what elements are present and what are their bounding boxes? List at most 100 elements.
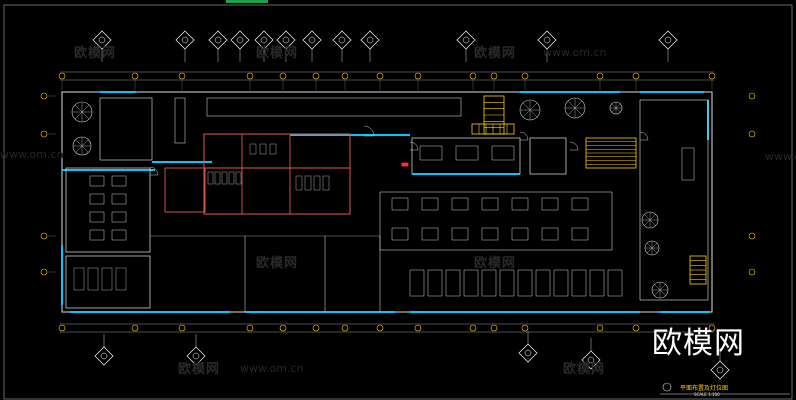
grid-axis-marker [376,72,384,80]
grid-axis-marker [632,324,640,332]
grid-axis-marker [40,232,48,240]
fitness-equipment [421,197,439,211]
tree-branch [644,214,651,221]
desk [89,211,105,223]
grid-axis-marker [279,324,287,332]
toilet-stall [214,171,221,185]
tree-branch [567,107,576,116]
section-tag-marker [456,30,476,50]
tree-branch [615,103,621,109]
tree-branch [81,111,90,120]
grid-axis-marker [376,324,384,332]
section-tag-marker [581,350,601,370]
treadmill [409,269,425,297]
grid-axis-marker [708,324,716,332]
section-tag-center [100,352,108,360]
grid-axis-marker [469,72,477,80]
treadmill [463,269,479,297]
grid-axis-marker [178,324,186,332]
section-tag-center [181,36,189,44]
section-tag-marker [208,30,228,50]
section-tag-marker [360,30,380,50]
section-tag-center [366,36,374,44]
grid-axis-marker [341,324,349,332]
door-swing [639,131,649,141]
watermark-url: www.om.cn [0,148,64,161]
bed [419,145,443,161]
grid-axis-marker [40,92,48,100]
section-tag-marker [302,30,322,50]
bed [491,145,515,161]
tree-branch [659,284,666,291]
watermark-text: 欧模网 [178,362,221,377]
room [411,137,521,175]
lounge-area [639,99,709,301]
fitness-equipment [421,227,439,241]
toilet-stall [322,175,330,191]
gym-area [379,191,613,251]
grid-axis-marker [131,324,139,332]
fitness-equipment [451,197,469,211]
room [99,97,153,161]
north-arrow-icon [662,382,672,392]
tree-branch [75,145,83,153]
fitness-equipment [541,227,559,241]
tree-branch [649,214,656,221]
grid-axis-marker [748,268,756,276]
tree-branch [81,145,89,153]
reception-desk [681,147,695,181]
treadmill [607,269,623,297]
section-tag-center [543,36,551,44]
watermark-text: 欧模网 [74,46,117,61]
grid-axis-marker [246,72,254,80]
building-outline [61,91,713,313]
fitness-equipment [391,197,409,211]
watermark-text: 欧模网 [256,256,299,271]
toilet-stall [235,171,242,185]
tree-branch [522,109,531,118]
section-tag-marker [230,30,250,50]
tree-branch [615,107,621,113]
drawing-frame [3,4,793,400]
grid-axis-marker [596,324,604,332]
top-tab-indicator [226,0,268,3]
grid-axis-marker [58,72,66,80]
grid-axis-marker [748,92,756,100]
fitness-equipment [451,227,469,241]
treadmill [445,269,461,297]
desk [89,193,105,205]
tree-branch [529,102,538,111]
tree-branch [654,289,661,296]
grid-axis-marker [131,72,139,80]
desk [111,193,127,205]
section-tag-center [462,36,470,44]
treadmill [427,269,443,297]
toilet-stall [313,175,321,191]
room-meeting [65,255,151,309]
section-tag-marker [175,30,195,50]
fitness-equipment [511,197,529,211]
grid-axis-marker [596,72,604,80]
section-tag-center [524,349,532,357]
treadmill [589,269,605,297]
tree-branch [649,219,656,226]
desk [89,229,105,241]
desk [101,267,113,291]
treadmill [535,269,551,297]
washroom [164,167,206,213]
desk [111,175,127,187]
tree-branch [654,284,661,291]
brand-logo: 欧模网 [652,326,745,361]
door-swing [409,141,419,151]
tree-branch [611,103,617,109]
section-tag-marker [94,346,114,366]
grid-axis-marker [521,72,529,80]
tree-branch [81,104,90,113]
fitness-equipment [571,227,589,241]
section-tag-marker [710,360,730,380]
grid-axis-marker [521,324,529,332]
alert-marker [401,162,409,167]
fitness-equipment [511,227,529,241]
